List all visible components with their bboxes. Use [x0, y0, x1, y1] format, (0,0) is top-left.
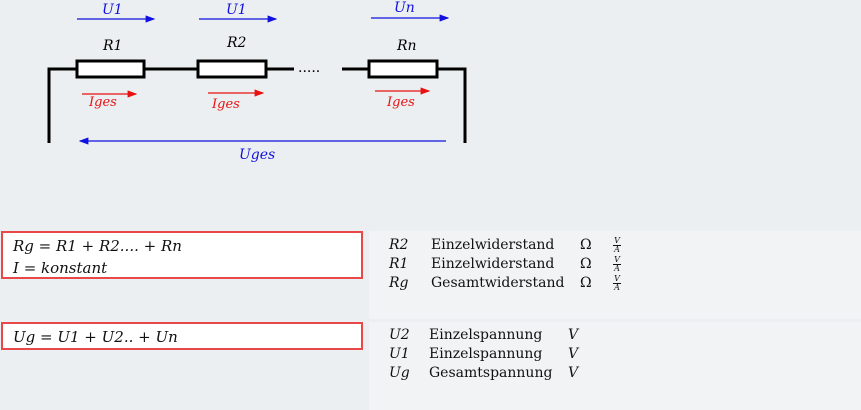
fraction-denominator: A [614, 264, 620, 273]
voltage-formula-box: Ug = U1 + U2.. + Un [1, 322, 363, 350]
fraction-denominator: A [614, 283, 620, 292]
fraction-numerator: V [614, 274, 620, 283]
legend-unit: V [568, 346, 579, 362]
legend-symbol: R1 [389, 256, 409, 272]
resistance-formula-box: Rg = R1 + R2.... + Rn I = konstant [1, 231, 363, 279]
current-label-2: Iges [211, 97, 240, 112]
legend-unit: V [568, 365, 579, 381]
resistor-1 [75, 59, 146, 79]
legend-description: Gesamtspannung [429, 365, 553, 381]
legend-unit: Ω [580, 256, 592, 272]
voltage-label-2: U1 [226, 2, 247, 18]
resistor-label-n: Rn [396, 38, 417, 54]
circuit-wires [47, 67, 467, 143]
legend-unit-fraction: V A [613, 256, 621, 273]
voltage-legend: U2 Einzelspannung V U1 Einzelspannung V … [369, 322, 861, 410]
legend-unit: Ω [580, 275, 592, 291]
total-voltage-label: Uges [239, 147, 275, 163]
current-label-n: Iges [386, 95, 415, 110]
total-voltage-formula: Ug = U1 + U2.. + Un [13, 328, 178, 346]
legend-symbol: Ug [389, 365, 410, 381]
voltage-label-1: U1 [102, 2, 123, 18]
current-constant-formula: I = konstant [13, 259, 108, 277]
legend-description: Einzelwiderstand [431, 237, 555, 253]
legend-unit-fraction: V A [613, 275, 621, 292]
legend-unit: Ω [580, 237, 592, 253]
current-label-1: Iges [88, 95, 117, 110]
continuation-dots: ..... [298, 60, 320, 76]
resistance-legend: R2 Einzelwiderstand Ω V A R1 Einzelwider… [369, 231, 861, 319]
legend-symbol: R2 [389, 237, 409, 253]
resistor-label-1: R1 [102, 38, 122, 54]
resistor-n [367, 59, 439, 79]
legend-description: Einzelspannung [429, 327, 543, 343]
legend-symbol: U2 [389, 327, 410, 343]
legend-symbol: U1 [389, 346, 410, 362]
legend-unit-fraction: V A [613, 237, 621, 254]
legend-symbol: Rg [389, 275, 409, 291]
series-circuit-diagram: ..... U1 U1 Un R1 R2 Rn Iges Iges Iges U… [47, 0, 467, 163]
total-resistance-formula: Rg = R1 + R2.... + Rn [13, 237, 182, 255]
legend-description: Gesamtwiderstand [431, 275, 565, 291]
resistor-label-2: R2 [226, 35, 247, 51]
fraction-numerator: V [614, 255, 620, 264]
voltage-label-n: Un [394, 0, 415, 16]
legend-description: Einzelwiderstand [431, 256, 555, 272]
legend-unit: V [568, 327, 579, 343]
resistor-2 [196, 59, 268, 79]
legend-description: Einzelspannung [429, 346, 543, 362]
fraction-denominator: A [614, 245, 620, 254]
fraction-numerator: V [614, 236, 620, 245]
